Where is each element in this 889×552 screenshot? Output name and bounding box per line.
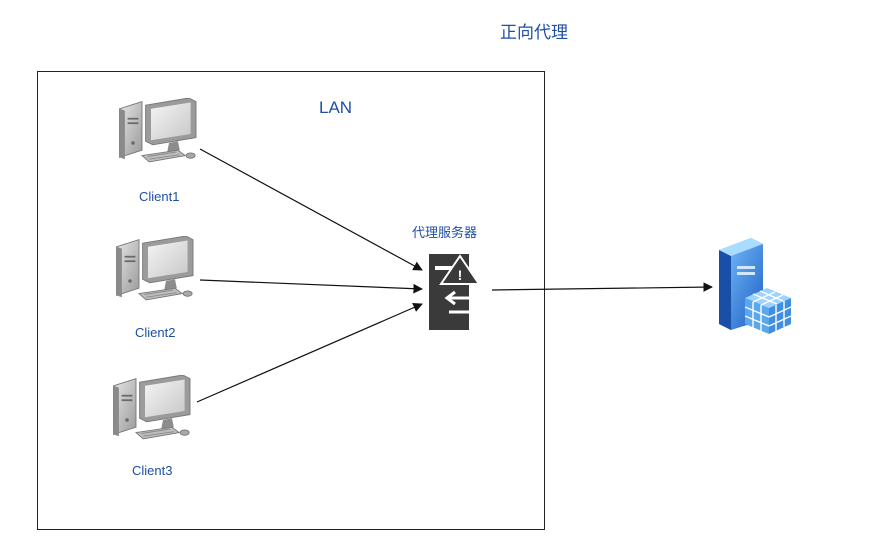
server-database-icon[interactable] — [719, 238, 792, 334]
desktop-computer-icon[interactable] — [119, 98, 197, 163]
lan-boundary — [37, 71, 545, 530]
arrow-client3-to-proxy — [196, 303, 423, 403]
client2-label: Client2 — [135, 325, 176, 340]
connectors — [196, 148, 713, 403]
proxy-server-label: 代理服务器 — [412, 226, 478, 241]
desktop-computer-icon[interactable] — [113, 375, 191, 440]
client1-label: Client1 — [139, 189, 180, 204]
arrow-client2-to-proxy — [199, 279, 423, 294]
arrow-proxy-to-server — [491, 282, 713, 292]
arrow-client1-to-proxy — [199, 148, 423, 271]
proxy-server-icon[interactable]: ! — [429, 254, 490, 330]
svg-text:!: ! — [458, 267, 463, 283]
diagram-title: 正向代理 — [500, 23, 568, 43]
desktop-computer-icon[interactable] — [116, 236, 194, 301]
lan-label: LAN — [319, 98, 353, 117]
client3-label: Client3 — [132, 463, 173, 478]
